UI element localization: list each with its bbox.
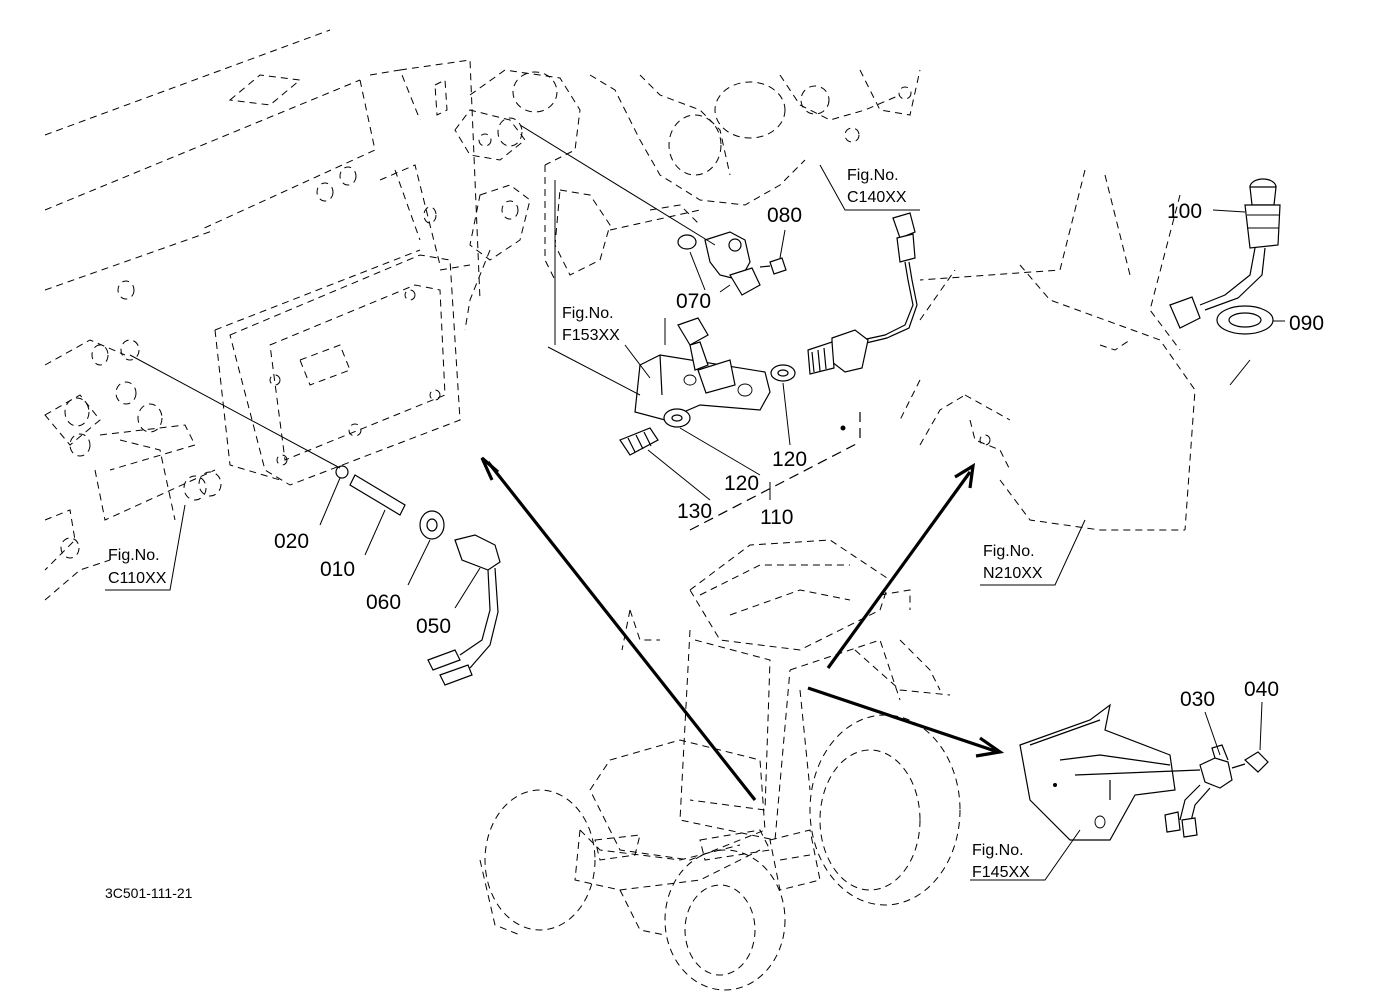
- switch-body: [1244, 204, 1281, 249]
- arrowhead-right: [954, 462, 976, 489]
- fig-f153-code: F153XX: [562, 327, 620, 344]
- sensor-050: [454, 534, 501, 571]
- location-arrows: [480, 456, 1005, 801]
- switch-110-assembly: [770, 212, 918, 446]
- engine-block: [454, 69, 921, 331]
- arrow-to-left-group: [486, 461, 757, 801]
- fig-c110-code: C110XX: [108, 570, 167, 587]
- ball-020: [335, 465, 349, 479]
- label-060: 060: [366, 591, 401, 614]
- connector-100: [1169, 296, 1201, 329]
- fig-c140-callout: Fig.No. C140XX: [819, 164, 920, 211]
- o-ring: [677, 234, 697, 250]
- fig-f145-assembly: Fig.No. F145XX: [970, 701, 1269, 881]
- arrowhead-bottom-right: [975, 736, 1005, 758]
- switch-030: [1199, 757, 1233, 789]
- label-130: 130: [677, 500, 712, 523]
- connector: [892, 212, 916, 239]
- sensor-070-assembly: [519, 124, 787, 296]
- switch-100-assembly: [1169, 178, 1285, 335]
- arrowhead-left: [480, 456, 500, 481]
- sensor-050-assembly: [129, 354, 501, 686]
- bolt: [769, 257, 787, 275]
- label-090: 090: [1289, 312, 1324, 335]
- pin-010: [349, 474, 406, 516]
- label-050: 050: [416, 615, 451, 638]
- fig-f153-title: Fig.No.: [562, 305, 614, 322]
- part-labels: 080 070 100 090 120 120 130 110 020 010 …: [274, 200, 1324, 711]
- label-020: 020: [274, 530, 309, 553]
- transmission-housing: [44, 29, 481, 601]
- fig-f145-title: Fig.No.: [972, 842, 1024, 859]
- cab-fender-panel: [899, 169, 1251, 531]
- fig-n210-callout: Fig.No. N210XX: [980, 519, 1086, 586]
- fig-c140-code: C140XX: [847, 189, 907, 206]
- label-040: 040: [1244, 678, 1279, 701]
- bracket-plate: [1019, 703, 1176, 841]
- fig-n210-code: N210XX: [983, 565, 1043, 582]
- label-030: 030: [1180, 688, 1215, 711]
- arrow-to-bottom-right-group: [807, 686, 999, 754]
- label-110: 110: [760, 506, 793, 529]
- plug-130-assembly: [619, 408, 861, 531]
- fig-c140-title: Fig.No.: [847, 167, 899, 184]
- bolt-040: [1244, 751, 1269, 773]
- fig-c110-callout: Fig.No. C110XX: [105, 504, 186, 591]
- label-080: 080: [767, 204, 802, 227]
- label-120-upper: 120: [772, 448, 807, 471]
- label-100: 100: [1167, 200, 1202, 223]
- drawing-code: 3C501-111-21: [105, 885, 193, 901]
- fig-f153-bracket: Fig.No. F153XX: [547, 180, 771, 421]
- pressure-switch: [831, 329, 869, 373]
- label-010: 010: [320, 558, 355, 581]
- arrow-to-right-group: [826, 471, 972, 669]
- fig-c110-title: Fig.No.: [108, 547, 160, 564]
- fig-f145-code: F145XX: [972, 864, 1030, 881]
- label-070: 070: [676, 290, 711, 313]
- tractor: [479, 539, 961, 991]
- label-120-lower: 120: [724, 472, 759, 495]
- fig-n210-title: Fig.No.: [983, 543, 1035, 560]
